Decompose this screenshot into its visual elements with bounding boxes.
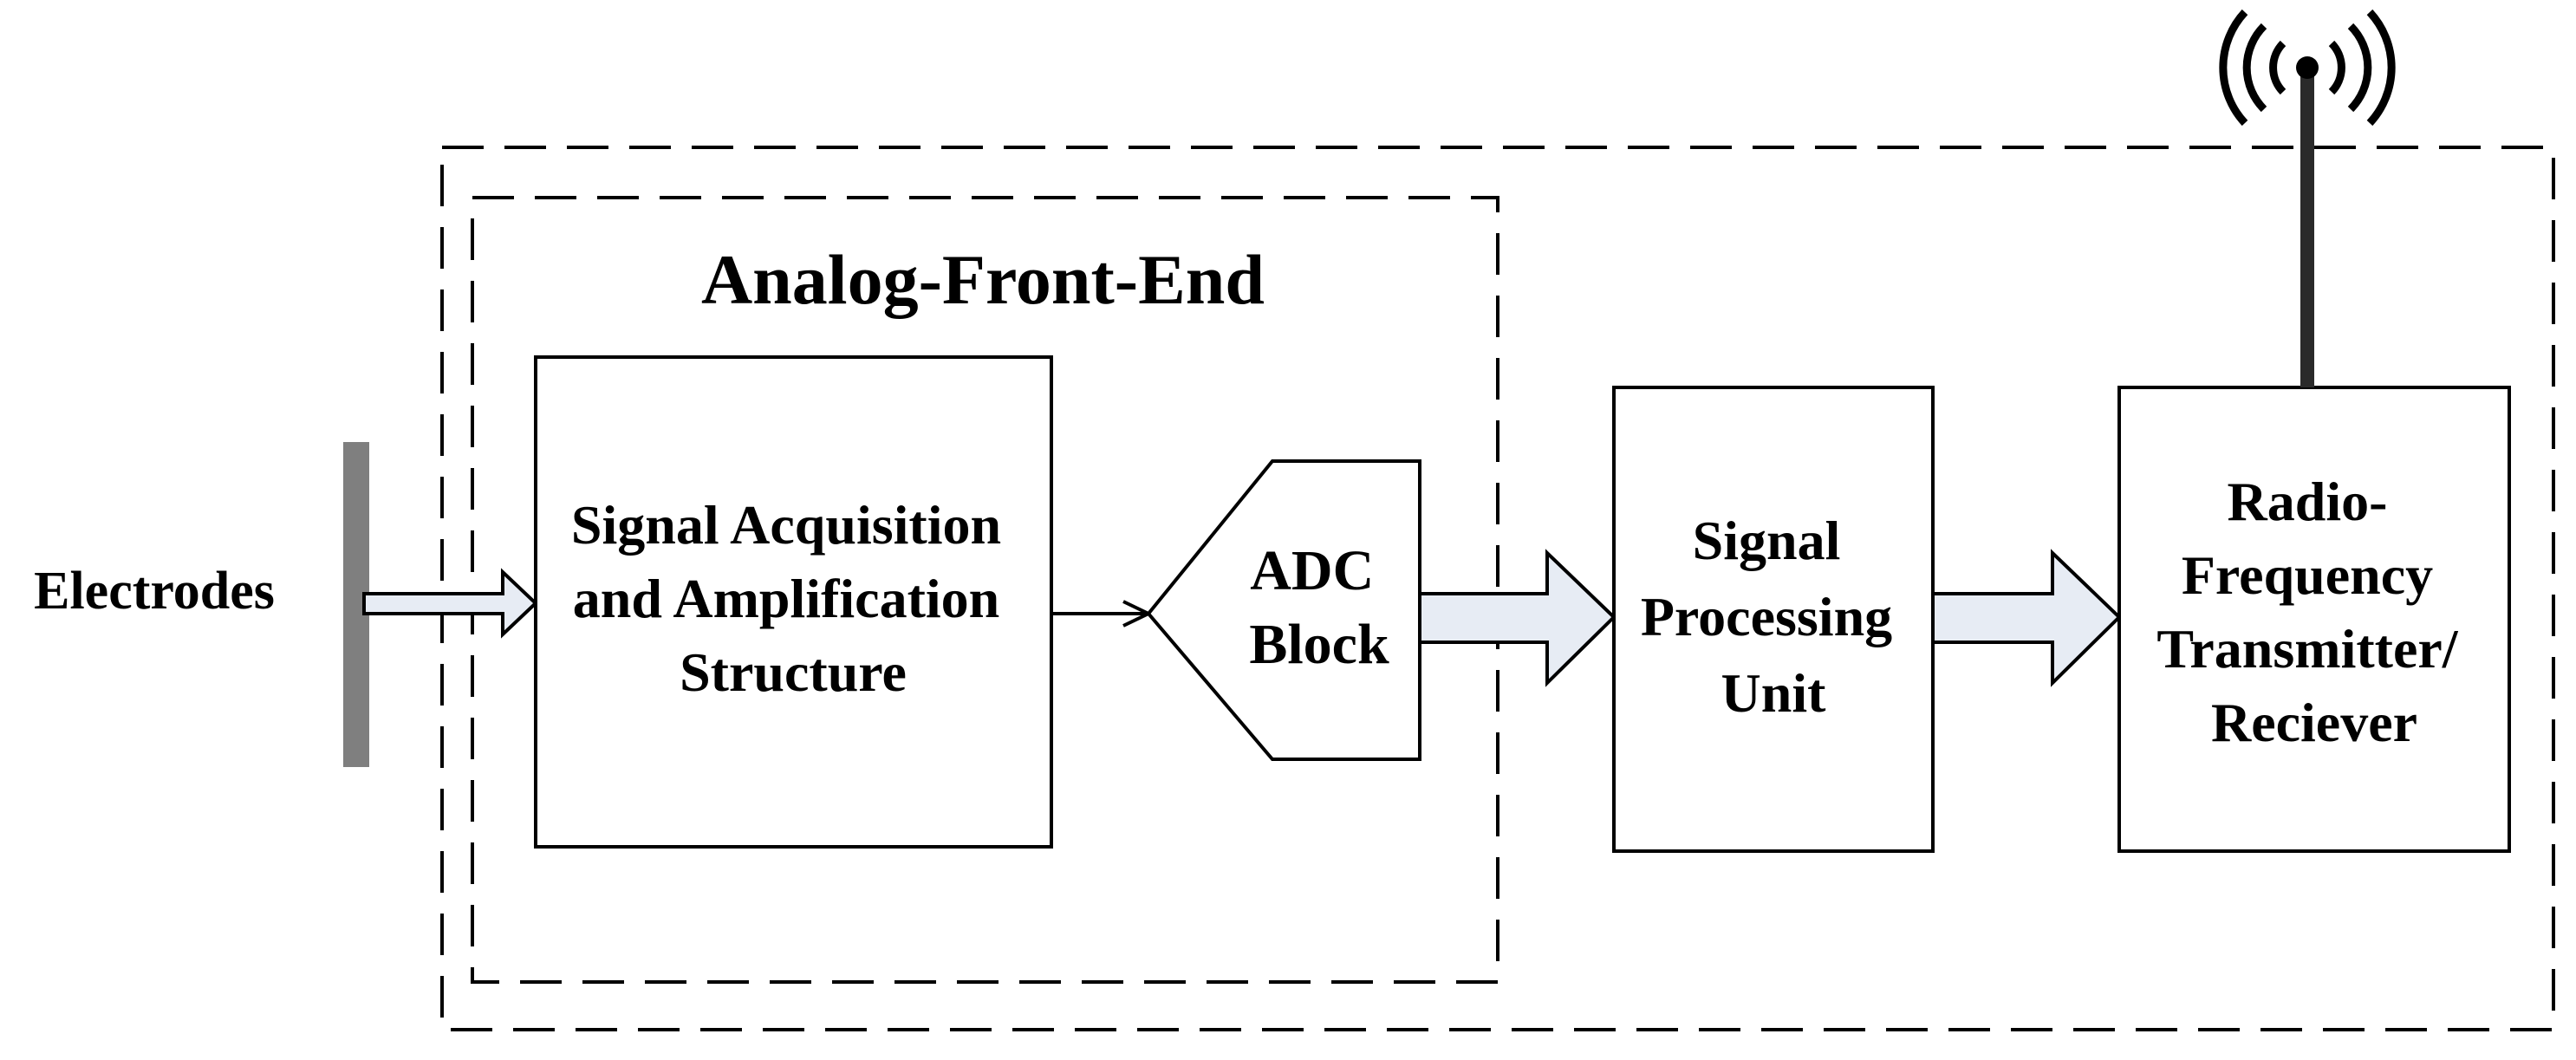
signal-processing-line-3: Unit xyxy=(1721,662,1827,724)
electrodes-label: Electrodes xyxy=(34,562,275,621)
adc-to-processing-arrow xyxy=(1418,549,1617,687)
signal-processing-block: Signal Processing Unit xyxy=(1612,386,1935,853)
rf-line-1: Radio- xyxy=(2228,471,2388,532)
acquisition-to-adc-connector xyxy=(1051,600,1153,628)
rf-line-2: Frequency xyxy=(2182,544,2433,606)
adc-line-1: ADC xyxy=(1250,539,1374,602)
analog-front-end-title: Analog-Front-End xyxy=(701,240,1265,319)
svg-text:Signal Processing: Signal Processing Unit xyxy=(1641,510,1906,724)
rf-transceiver-block: Radio- Frequency Transmitter/ Reciever xyxy=(2117,386,2511,853)
svg-text:Signal Acquisition and A: Signal Acquisition and Amplification Str… xyxy=(571,494,1015,703)
signal-processing-line-2: Processing xyxy=(1641,586,1892,647)
rf-line-3: Transmitter/ xyxy=(2156,618,2458,680)
analog-front-end-boundary xyxy=(471,196,1499,984)
antenna-icon xyxy=(2219,9,2396,387)
electrodes-to-acquisition-arrow xyxy=(362,568,538,639)
signal-acquisition-line-3: Structure xyxy=(680,641,907,703)
adc-block: ADC Block xyxy=(1146,459,1421,761)
svg-text:ADC Block: ADC Block xyxy=(1249,539,1389,676)
signal-acquisition-line-2: and Amplification xyxy=(573,568,1000,629)
svg-text:Radio- Frequency T: Radio- Frequency Transmitter/ Reciever xyxy=(2156,471,2471,753)
adc-line-2: Block xyxy=(1249,613,1389,676)
signal-acquisition-block: Signal Acquisition and Amplification Str… xyxy=(534,355,1053,849)
processing-to-rf-arrow xyxy=(1931,549,2122,687)
rf-line-4: Reciever xyxy=(2211,692,2417,753)
signal-processing-line-1: Signal xyxy=(1693,510,1841,571)
signal-acquisition-line-1: Signal Acquisition xyxy=(571,494,1001,556)
